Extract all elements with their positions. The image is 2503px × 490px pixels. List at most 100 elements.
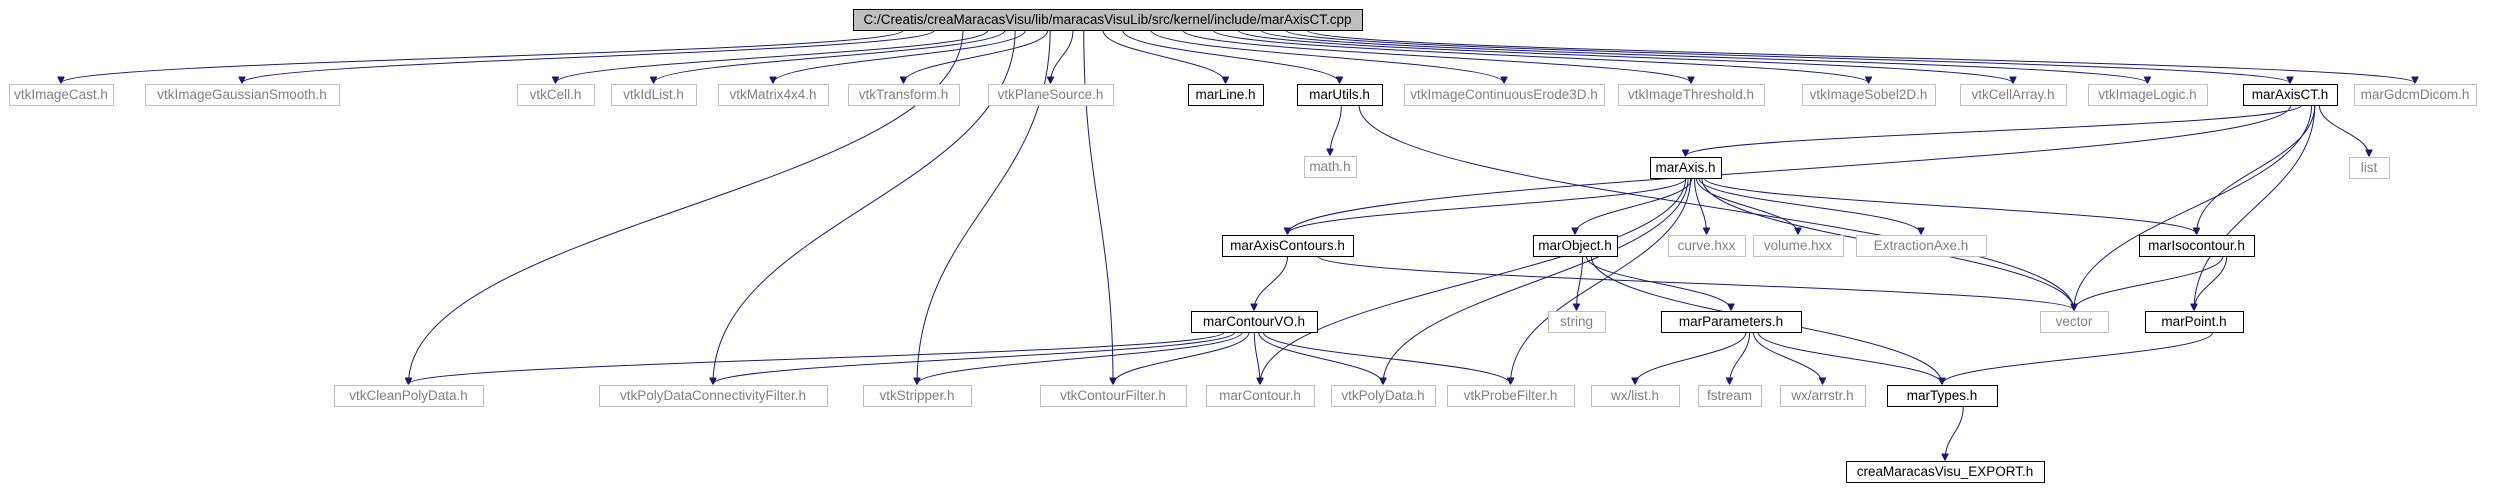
edge-marContourVO-to-vtkStripper (917, 331, 1243, 384)
node-box-marAxis (1650, 157, 1722, 179)
node-vtkImageThreshold: vtkImageThreshold.h (1618, 84, 1765, 106)
node-box-wxlist (1591, 385, 1680, 407)
node-label-vtkCell: vtkCell.h (530, 87, 582, 102)
node-box-vtkMatrix4x4 (718, 84, 829, 106)
edge-marAxisCT-to-list (2318, 104, 2369, 156)
node-vtkImageLogic: vtkImageLogic.h (2088, 84, 2208, 106)
edge-marContourVO-to-vtkCleanPolyData (409, 331, 1225, 384)
node-marContourVO[interactable]: marContourVO.h (1191, 311, 1318, 333)
node-box-vtkPolyData (1331, 385, 1436, 407)
node-wxlist: wx/list.h (1591, 385, 1680, 407)
node-marLine[interactable]: marLine.h (1188, 84, 1264, 106)
node-marAxisCT[interactable]: marAxisCT.h (2243, 84, 2338, 106)
edge-root-to-vtkCleanPolyData (409, 29, 964, 384)
node-root[interactable]: C:/Creatis/creaMaracasVisu/lib/maracasVi… (853, 9, 1363, 31)
node-vtkContourFilter: vtkContourFilter.h (1040, 385, 1187, 407)
node-math: math.h (1304, 156, 1357, 178)
node-label-marContourVO: marContourVO.h (1203, 314, 1305, 329)
node-box-vtkTransform (848, 84, 960, 106)
node-vtkCell: vtkCell.h (517, 84, 595, 106)
node-vtkPlaneSource: vtkPlaneSource.h (988, 84, 1114, 106)
node-vtkStripper: vtkStripper.h (863, 385, 972, 407)
edge-marTypes-to-EXPORT (1945, 405, 1964, 460)
node-list: list (2349, 157, 2390, 179)
edge-marAxis-to-vtkProbeFilter (1511, 177, 1692, 384)
node-label-vtkPolyData: vtkPolyData.h (1341, 388, 1424, 403)
node-label-list: list (2361, 160, 2378, 175)
node-box-vtkPlaneSource (988, 84, 1114, 106)
edge-root-to-vtkPlaneSource (1051, 29, 1074, 83)
node-box-fstream (1698, 385, 1762, 407)
node-vector: vector (2040, 311, 2109, 333)
edge-marAxisContours-to-marContourVO (1254, 255, 1289, 310)
node-box-ExtractionAxe (1856, 235, 1987, 257)
node-label-string: string (1560, 314, 1593, 329)
node-label-vtkImageSobel2D: vtkImageSobel2D.h (1810, 87, 1928, 102)
edge-marAxisCT-to-marAxis (1686, 104, 2302, 156)
node-label-volume: volume.hxx (1764, 238, 1833, 253)
node-box-vector (2040, 311, 2109, 333)
node-box-marTypes (1887, 385, 1998, 407)
edge-root-to-vtkStripper (917, 29, 1051, 384)
node-box-marPoint (2145, 311, 2244, 333)
node-box-marAxisContours (1222, 235, 1354, 257)
node-label-vector: vector (2056, 314, 2093, 329)
edge-root-to-vtkCell (556, 29, 989, 83)
node-vtkPolyDataConnectivityFilter: vtkPolyDataConnectivityFilter.h (599, 385, 828, 407)
node-label-math: math.h (1309, 159, 1350, 174)
node-vtkMatrix4x4: vtkMatrix4x4.h (718, 84, 829, 106)
node-vtkImageGaussianSmooth: vtkImageGaussianSmooth.h (145, 84, 340, 106)
node-vtkProbeFilter: vtkProbeFilter.h (1447, 385, 1575, 407)
edge-root-to-marUtils (1122, 29, 1340, 83)
node-label-vtkImageContinuousErode3D: vtkImageContinuousErode3D.h (1410, 87, 1598, 102)
node-marUtils[interactable]: marUtils.h (1297, 84, 1383, 106)
node-curve: curve.hxx (1668, 235, 1746, 257)
edge-marContourVO-to-marContour (1253, 331, 1260, 384)
node-box-vtkImageGaussianSmooth (145, 84, 340, 106)
node-label-vtkImageGaussianSmooth: vtkImageGaussianSmooth.h (157, 87, 327, 102)
node-box-root (853, 9, 1363, 31)
node-label-marPoint: marPoint.h (2161, 314, 2226, 329)
node-label-vtkCellArray: vtkCellArray.h (1971, 87, 2054, 102)
node-box-vtkImageSobel2D (1802, 84, 1936, 106)
node-marAxisContours[interactable]: marAxisContours.h (1222, 235, 1354, 257)
node-marIsocontour[interactable]: marIsocontour.h (2139, 235, 2255, 257)
node-box-marContourVO (1191, 311, 1318, 333)
node-label-vtkPolyDataConnectivityFilter: vtkPolyDataConnectivityFilter.h (620, 388, 806, 403)
node-label-vtkMatrix4x4: vtkMatrix4x4.h (729, 87, 816, 102)
node-box-vtkImageContinuousErode3D (1404, 84, 1605, 106)
edge-marObject-to-marParameters (1585, 255, 1731, 310)
node-label-vtkImageCast: vtkImageCast.h (14, 87, 108, 102)
node-box-marUtils (1297, 84, 1383, 106)
node-vtkImageSobel2D: vtkImageSobel2D.h (1802, 84, 1936, 106)
node-label-vtkTransform: vtkTransform.h (859, 87, 949, 102)
edge-marAxis-to-marObject (1575, 177, 1693, 234)
node-label-EXPORT: creaMaracasVisu_EXPORT.h (1857, 464, 2034, 479)
node-marParameters[interactable]: marParameters.h (1661, 311, 1802, 333)
node-marPoint[interactable]: marPoint.h (2145, 311, 2244, 333)
edge-root-to-vtkImageGaussianSmooth (242, 29, 935, 83)
edge-root-to-vtkPolyDataConnectivityFilter (713, 29, 1016, 384)
edge-root-to-vtkImageContinuousErode3D (1150, 29, 1504, 83)
node-label-marContour: marContour.h (1219, 388, 1301, 403)
node-label-vtkPlaneSource: vtkPlaneSource.h (998, 87, 1104, 102)
node-box-marParameters (1661, 311, 1802, 333)
edge-marAxisCT-to-vector (2074, 104, 2313, 310)
edge-marAxis-to-marAxisContours (1288, 177, 1687, 234)
node-marObject[interactable]: marObject.h (1533, 235, 1618, 257)
node-EXPORT[interactable]: creaMaracasVisu_EXPORT.h (1846, 461, 2045, 483)
edge-root-to-marGdcmDicom (1306, 29, 2415, 83)
edge-marAxis-to-ExtractionAxe (1698, 177, 1921, 234)
node-marTypes[interactable]: marTypes.h (1887, 385, 1998, 407)
edge-marAxis-to-marContour (1260, 177, 1687, 384)
node-vtkPolyData: vtkPolyData.h (1331, 385, 1436, 407)
node-marAxis[interactable]: marAxis.h (1650, 157, 1722, 179)
node-box-marIsocontour (2139, 235, 2255, 257)
node-box-curve (1668, 235, 1746, 257)
node-box-marGdcmDicom (2354, 84, 2477, 106)
edge-root-to-vtkImageLogic (1260, 29, 2147, 83)
node-vtkImageContinuousErode3D: vtkImageContinuousErode3D.h (1404, 84, 1605, 106)
node-label-vtkStripper: vtkStripper.h (879, 388, 954, 403)
edge-marParameters-to-wxlist (1635, 331, 1747, 384)
